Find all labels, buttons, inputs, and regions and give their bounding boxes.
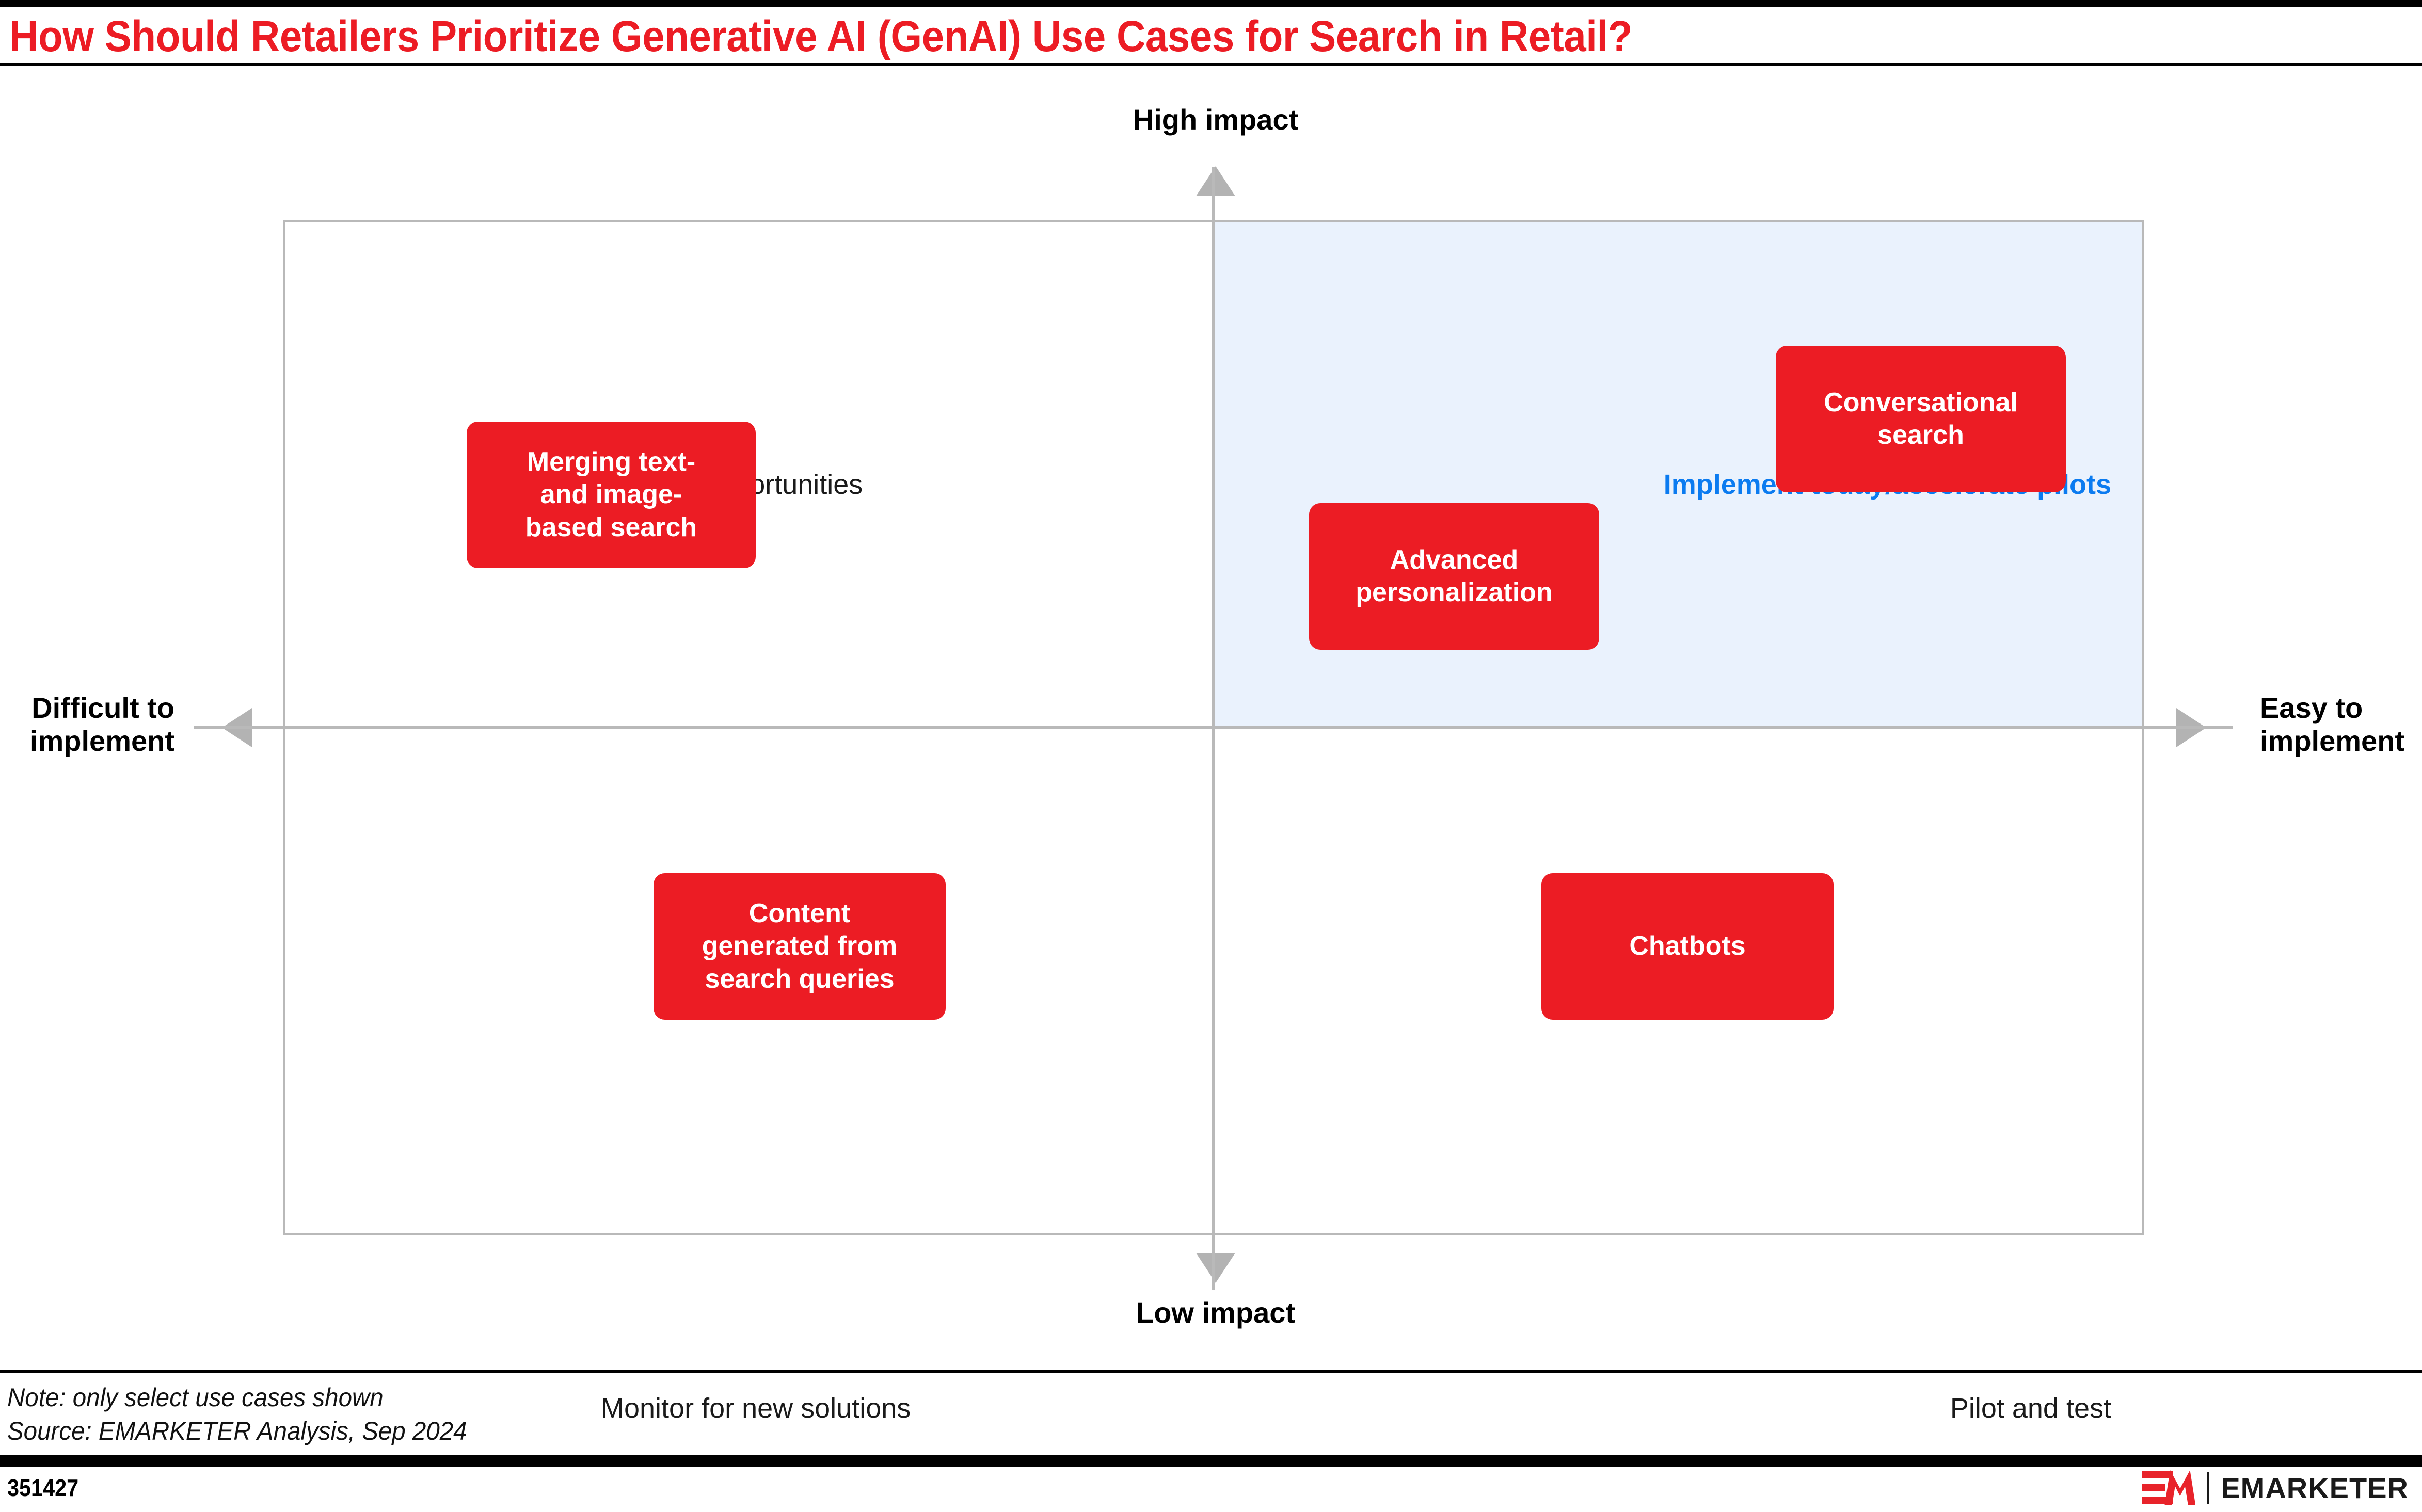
quadrant-matrix: Explore opportunities Implement today/ac… bbox=[194, 167, 2233, 1424]
axis-label-high-impact: High impact bbox=[1133, 103, 1299, 136]
axis-label-low-impact: Low impact bbox=[1136, 1296, 1296, 1329]
footer-black-bar bbox=[0, 1455, 2422, 1467]
quadrant-label-pilot-and-test: Pilot and test bbox=[1950, 1393, 2111, 1424]
use-case-node-chatbots[interactable]: Chatbots bbox=[1541, 873, 1834, 1020]
emarketer-em-mark-icon bbox=[2142, 1470, 2196, 1505]
emarketer-logo: EMARKETER bbox=[2142, 1470, 2409, 1506]
axis-label-easy-to-implement: Easy to implement bbox=[2260, 691, 2405, 757]
title-divider-rule bbox=[0, 63, 2422, 66]
horizontal-axis-line bbox=[194, 726, 2233, 729]
use-case-node-advanced-personalization[interactable]: Advanced personalization bbox=[1309, 503, 1599, 650]
axis-arrow-up-icon bbox=[1196, 166, 1235, 196]
page-title: How Should Retailers Prioritize Generati… bbox=[9, 12, 1633, 60]
chart-id: 351427 bbox=[7, 1474, 79, 1501]
footer-note-and-source: Note: only select use cases shown Source… bbox=[7, 1383, 467, 1445]
axis-arrow-down-icon bbox=[1196, 1253, 1235, 1283]
use-case-node-content-generated-from-search-queries[interactable]: Content generated from search queries bbox=[654, 873, 946, 1020]
logo-divider bbox=[2207, 1472, 2210, 1504]
logo-wordmark: EMARKETER bbox=[2221, 1471, 2409, 1504]
footer-divider-rule bbox=[0, 1370, 2422, 1373]
axis-label-difficult-to-implement: Difficult to implement bbox=[29, 691, 174, 757]
top-black-rule bbox=[0, 0, 2422, 7]
title-bar bbox=[0, 7, 2422, 61]
use-case-node-merging-text-and-image-based-search[interactable]: Merging text- and image- based search bbox=[467, 422, 756, 568]
use-case-node-conversational-search[interactable]: Conversational search bbox=[1776, 346, 2066, 492]
quadrant-label-monitor-for-new-solutions: Monitor for new solutions bbox=[601, 1393, 911, 1424]
